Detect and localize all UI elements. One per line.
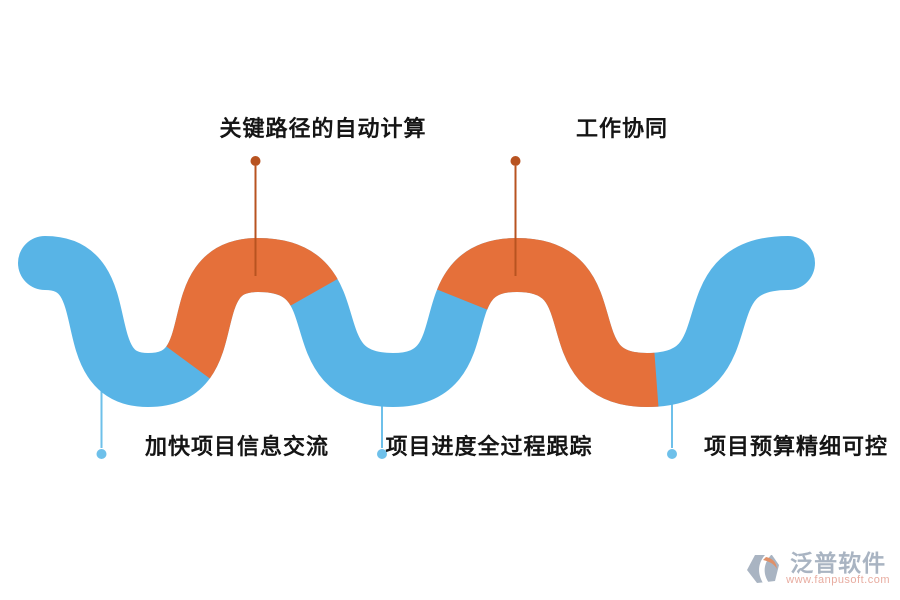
label-collaboration: 工作协同 — [575, 116, 669, 141]
logo-text-block: 泛普软件 www.fanpusoft.com — [786, 551, 890, 587]
connector-dot-progress-tracking — [377, 449, 387, 459]
wave-orange-segments — [42, 236, 790, 407]
logo-name: 泛普软件 — [790, 550, 887, 577]
logo-url: www.fanpusoft.com — [786, 574, 890, 587]
logo-white-swoosh — [759, 555, 772, 584]
logo-badge-icon — [747, 555, 780, 584]
connector-dot-critical-path — [250, 156, 261, 166]
logo-orange-crescent — [763, 557, 778, 570]
label-progress-tracking: 项目进度全过程跟踪 — [385, 434, 593, 459]
wave-path — [18, 236, 815, 407]
top-connectors — [250, 156, 521, 276]
connector-dot-budget-control — [667, 449, 677, 459]
connector-dot-info-exchange — [96, 449, 107, 459]
watermark-logo: 泛普软件 www.fanpusoft.com — [744, 551, 890, 587]
label-critical-path: 关键路径的自动计算 — [219, 116, 427, 141]
label-budget-control: 项目预算精细可控 — [703, 434, 889, 459]
label-info-exchange: 加快项目信息交流 — [144, 434, 330, 459]
connector-dot-collaboration — [510, 156, 521, 166]
